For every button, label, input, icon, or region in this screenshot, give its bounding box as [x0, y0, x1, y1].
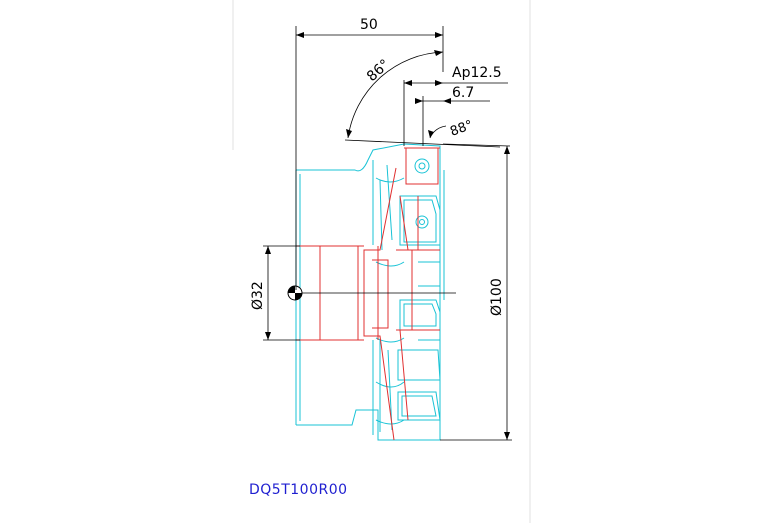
dim-bore-diameter-text: Ø32: [250, 281, 266, 310]
dim-cutter-diameter: [440, 146, 512, 441]
dim-insert-angle-text: 88°: [448, 118, 475, 140]
page-frame: [232, 0, 531, 523]
dim-overall-length-text: 50: [360, 17, 378, 33]
dim-lead-angle: [344, 50, 501, 148]
dim-insert-depth-text: 6.7: [452, 85, 474, 101]
dim-depth-of-cut-text: Ap12.5: [452, 65, 502, 81]
center-axis: [287, 285, 456, 301]
dim-depth-of-cut: [403, 80, 508, 146]
product-code-label: DQ5T100R00: [249, 482, 348, 498]
dim-insert-angle: [428, 125, 511, 147]
tool-body-outline: [295, 143, 445, 441]
dim-cutter-diameter-text: Ø100: [489, 278, 505, 316]
dim-insert-depth: [415, 96, 490, 146]
dim-lead-angle-text: 86°: [364, 56, 393, 85]
dim-bore-diameter: [263, 245, 300, 341]
insert-screws: [414, 158, 430, 229]
